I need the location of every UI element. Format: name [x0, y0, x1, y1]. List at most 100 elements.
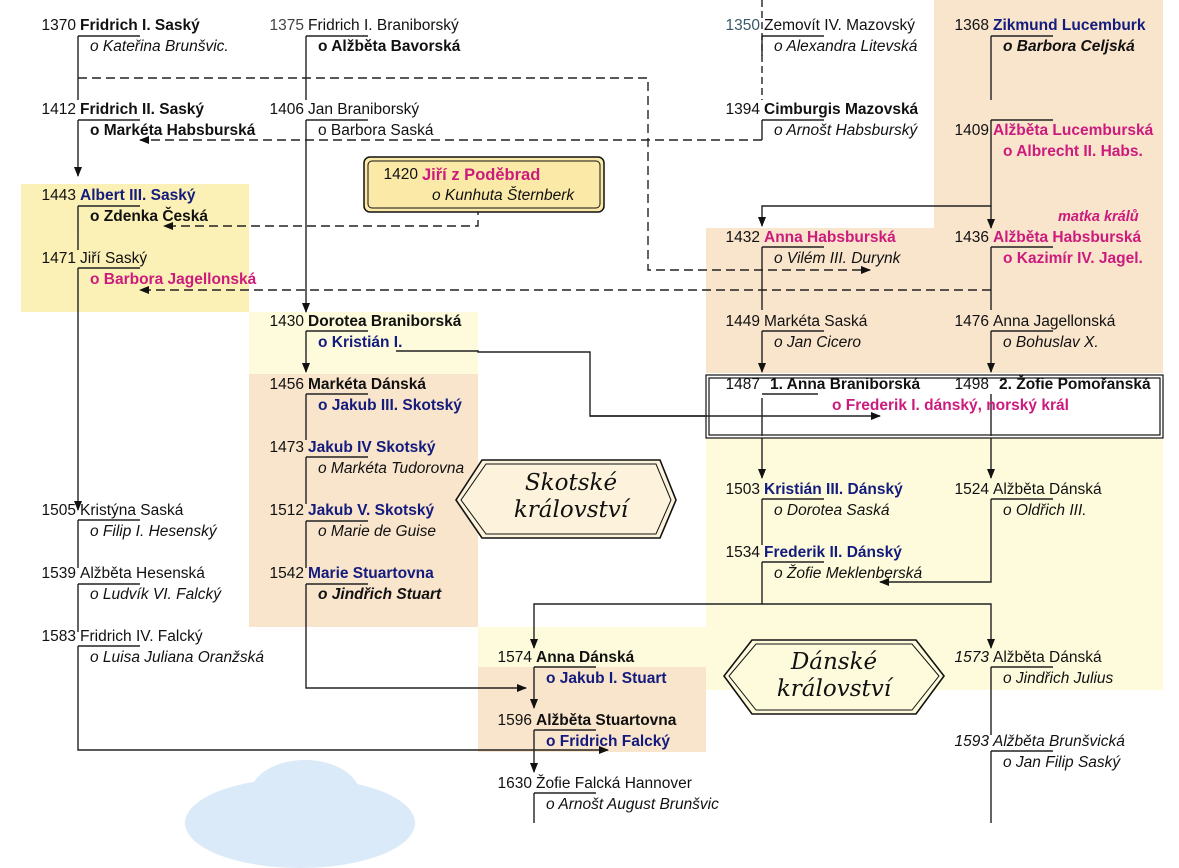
- person-name: Alžběta Dánská: [993, 481, 1102, 498]
- person-name: Alžběta Brunšvická: [993, 733, 1125, 750]
- person-name: Jakub V. Skotský: [308, 502, 435, 519]
- birth-year: 1432: [725, 229, 760, 246]
- person-name: Anna Dánská: [536, 649, 635, 666]
- spouse-name: o Kunhuta Šternberk: [432, 187, 575, 204]
- birth-year: 1368: [954, 17, 989, 34]
- cloud-decoration: [250, 760, 360, 830]
- person-name: Dorotea Braniborská: [308, 313, 462, 330]
- region-dorotea: [249, 312, 478, 374]
- spouse-name: o Barbora Saská: [318, 122, 434, 139]
- person-name: Zikmund Lucemburk: [993, 17, 1146, 34]
- banner-scotland: Skotské království: [478, 470, 664, 524]
- spouse-name: o Alžběta Bavorská: [318, 38, 461, 55]
- person-name: Markéta Saská: [764, 313, 868, 330]
- birth-year: 1443: [41, 187, 76, 204]
- region-luxembourg: [934, 0, 1163, 228]
- birth-year: 1503: [725, 481, 760, 498]
- person-name: 2. Žofie Pomořanská: [999, 376, 1151, 393]
- banner-text: Skotské: [524, 470, 618, 496]
- person-name: Frederik II. Dánský: [764, 544, 902, 561]
- spouse-name: o Ludvík VI. Falcký: [90, 586, 221, 603]
- birth-year: 1430: [269, 313, 304, 330]
- birth-year: 1573: [954, 649, 989, 666]
- region-scotland: [249, 374, 478, 627]
- spouse-name: o Žofie Meklenberská: [774, 565, 923, 582]
- birth-year: 1375: [269, 17, 304, 34]
- birth-year: 1542: [269, 565, 304, 582]
- birth-year: 1574: [497, 649, 532, 666]
- spouse-name: o Albrecht II. Habs.: [1003, 143, 1143, 160]
- person-name: 1. Anna Braniborská: [770, 376, 921, 393]
- person-name: Zemovít IV. Mazovský: [764, 17, 916, 34]
- birth-year: 1524: [954, 481, 989, 498]
- birth-year: 1370: [41, 17, 76, 34]
- birth-year: 1456: [269, 376, 304, 393]
- birth-year: 1630: [497, 775, 532, 792]
- birth-year: 1534: [725, 544, 760, 561]
- spouse-name: o Jan Cicero: [774, 334, 862, 351]
- spouse-name: o Marie de Guise: [318, 523, 437, 540]
- person-name: Fridrich IV. Falcký: [80, 628, 203, 645]
- birth-year: 1583: [41, 628, 76, 645]
- birth-year: 1476: [954, 313, 989, 330]
- banner-denmark: Dánské království: [736, 649, 932, 703]
- person-name: Alžběta Lucemburská: [993, 122, 1154, 139]
- person-name: Fridrich I. Braniborský: [308, 17, 459, 34]
- birth-year: 1409: [954, 122, 989, 139]
- region-habsburg: [706, 228, 1163, 373]
- birth-year: 1498: [954, 376, 989, 393]
- spouse-name: o Jakub I. Stuart: [546, 670, 667, 687]
- spouse-name: o Jindřich Stuart: [318, 586, 442, 603]
- spouse-name: o Markéta Tudorovna: [318, 460, 465, 477]
- banner-text: království: [513, 497, 629, 523]
- person-name: Fridrich II. Saský: [80, 101, 205, 118]
- birth-year: 1593: [954, 733, 989, 750]
- spouse-name: o Zdenka Česká: [90, 208, 209, 225]
- spouse-name: o Jindřich Julius: [1003, 670, 1114, 687]
- person-name: Jiří z Poděbrad: [422, 166, 541, 184]
- annotation-mother-of-kings: matka králů: [1058, 209, 1139, 225]
- birth-year: 1487: [725, 376, 760, 393]
- person-name: Cimburgis Mazovská: [764, 101, 919, 118]
- banner-text: Dánské: [790, 649, 878, 675]
- birth-year: 1473: [269, 439, 304, 456]
- person-name: Markéta Dánská: [308, 376, 427, 393]
- spouse-name: o Kristián I.: [318, 334, 403, 351]
- birth-year: 1512: [269, 502, 304, 519]
- spouse-name: o Kazimír IV. Jagel.: [1003, 250, 1143, 267]
- birth-year: 1412: [41, 101, 76, 118]
- person-name: Marie Stuartovna: [308, 565, 434, 582]
- person-name: Kristýna Saská: [80, 502, 184, 519]
- spouse-name: o Jakub III. Skotský: [318, 397, 462, 414]
- person-name: Fridrich I. Saský: [80, 17, 200, 34]
- person-name: Jakub IV Skotský: [308, 439, 436, 456]
- spouse-name: o Frederik I. dánský, norský král: [832, 397, 1069, 414]
- person-name: Žofie Falcká Hannover: [536, 775, 692, 792]
- region-stuart: [478, 667, 706, 752]
- spouse-name: o Markéta Habsburská: [90, 122, 256, 139]
- birth-year: 1449: [725, 313, 760, 330]
- spouse-name: o Vilém III. Durynk: [774, 250, 901, 267]
- spouse-name: o Arnošt Habsburský: [774, 122, 918, 139]
- person-name: Alžběta Habsburská: [993, 229, 1142, 246]
- birth-year: 1505: [41, 502, 76, 519]
- person-name: Albert III. Saský: [80, 187, 196, 204]
- birth-year: 1394: [725, 101, 760, 118]
- spouse-name: o Filip I. Hesenský: [90, 523, 217, 540]
- birth-year: 1539: [41, 565, 76, 582]
- birth-year: 1420: [383, 166, 418, 183]
- banner-text: království: [776, 676, 892, 702]
- spouse-name: o Barbora Jagellonská: [90, 271, 257, 288]
- spouse-name: o Luisa Juliana Oranžská: [90, 649, 265, 666]
- birth-year: 1436: [954, 229, 989, 246]
- person-name: Alžběta Hesenská: [80, 565, 205, 582]
- spouse-name: o Barbora Celjská: [1003, 38, 1135, 55]
- spouse-name: o Jan Filip Saský: [1003, 754, 1121, 771]
- spouse-name: o Oldřich III.: [1003, 502, 1087, 519]
- person-name: Kristián III. Dánský: [764, 481, 903, 498]
- spouse-name: o Dorotea Saská: [774, 502, 890, 519]
- birth-year: 1350: [725, 17, 760, 34]
- person-name: Jiří Saský: [80, 250, 148, 267]
- spouse-name: o Arnošt August Brunšvic: [546, 796, 719, 813]
- person-name: Jan Braniborský: [308, 101, 420, 118]
